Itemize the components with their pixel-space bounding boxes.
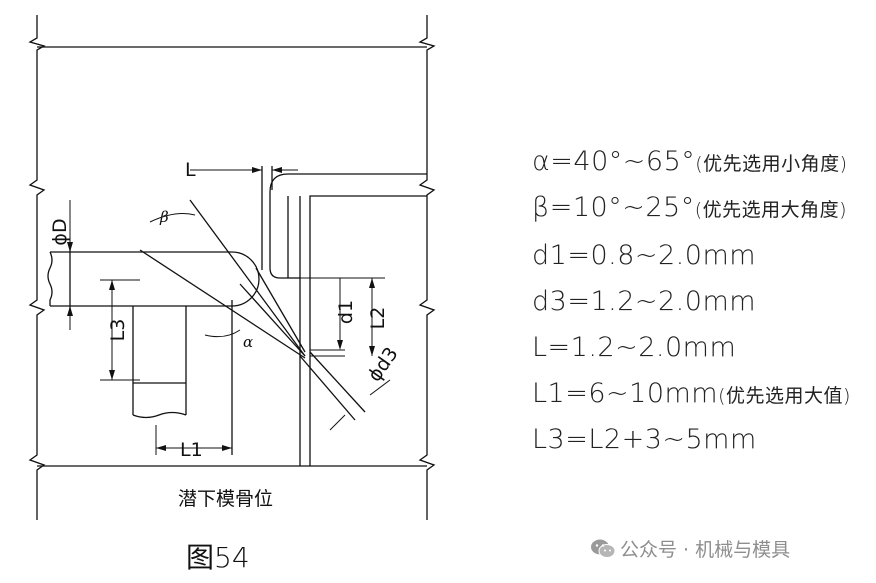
param-L-text: L=1.2~2.0mm (532, 332, 737, 363)
param-d1: d1=0.8~2.0mm (532, 240, 756, 271)
tunnel-gate-cone (139, 166, 366, 455)
mould-plate-outline (28, 15, 436, 520)
gate-pin (47, 248, 260, 310)
wechat-icon (591, 539, 616, 558)
param-d3: d3=1.2~2.0mm (532, 286, 756, 317)
param-alpha-note: (优先选用小角度) (695, 153, 848, 175)
param-L3: L3=L2+3~5mm (532, 424, 757, 455)
label-alpha: α (243, 333, 253, 351)
param-L3-text: L3=L2+3~5mm (532, 424, 757, 455)
label-L1: L1 (180, 439, 203, 461)
label-d1: d1 (335, 300, 357, 324)
label-beta: β (159, 208, 169, 226)
label-phiD: ϕD (49, 218, 71, 245)
param-d3-text: d3=1.2~2.0mm (532, 286, 757, 317)
param-beta-note: (优先选用大角度) (694, 199, 848, 221)
param-L1-note: (优先选用大值) (718, 385, 851, 407)
label-phid3: ϕd3 (364, 343, 403, 386)
label-L: L (185, 159, 196, 181)
figure-number: 图54 (186, 541, 250, 574)
runner-leg (132, 306, 187, 419)
param-beta: β=10°~25°(优先选用大角度) (532, 192, 847, 223)
param-L1-text: L1=6~10mm (532, 378, 719, 409)
label-L3: L3 (107, 319, 129, 342)
arrowheads (67, 167, 375, 451)
param-L: L=1.2~2.0mm (532, 332, 736, 363)
param-L1: L1=6~10mm(优先选用大值) (532, 378, 851, 409)
watermark: 公众号 · 机械与模具 (590, 535, 790, 562)
param-alpha-text: α=40°~65° (532, 146, 696, 177)
part-wall (269, 173, 427, 466)
watermark-text: 公众号 · 机械与模具 (620, 539, 791, 561)
drawing-subtitle: 潜下模骨位 (178, 488, 274, 510)
param-d1-text: d1=0.8~2.0mm (532, 240, 757, 271)
label-L2: L2 (367, 307, 389, 330)
param-beta-text: β=10°~25° (532, 192, 695, 223)
param-alpha: α=40°~65°(优先选用小角度) (532, 146, 848, 177)
